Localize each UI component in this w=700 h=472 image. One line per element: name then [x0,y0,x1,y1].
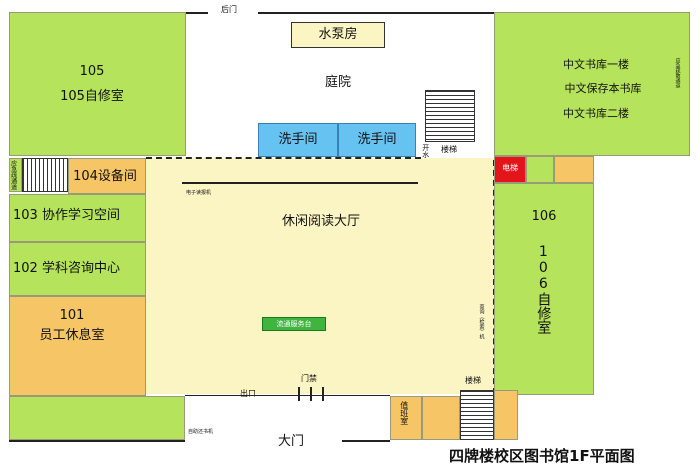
elevator-right-orange [554,156,594,183]
washroom-1-label: 洗手间 [278,131,318,147]
hall-top-dash [146,157,421,159]
gate-bar-3 [322,387,324,401]
pump-room [291,22,385,48]
chinese-reserve-label: 中文保存本书库 [564,81,642,95]
room-103 [9,194,146,242]
washroom-2 [338,123,416,157]
gate-wall [185,395,390,396]
chinese-stack-2f-label: 中文书库二楼 [563,106,629,120]
bottom-wall-left [9,440,185,442]
emergency-passage-left-label: 应急疏通道 [9,160,17,190]
room-106-name: 106自修室 [535,244,552,334]
chinese-stack-1f-label: 中文书库一楼 [563,57,629,71]
elevator [494,156,526,183]
washroom-2-label: 洗手间 [357,131,397,147]
gate-bar-1 [298,387,300,401]
left-emergency-strip [9,158,22,192]
elevator-label: 电梯 [502,163,518,173]
circulation-desk: 流通服务台 [262,317,326,331]
room-105-number: 105 [79,63,105,79]
self-return-label: 自助还书机 [188,429,214,435]
pump-room-label: 水泵房 [318,26,358,42]
room-105 [9,12,186,156]
room-101 [9,296,146,396]
stairs-lower [460,390,494,440]
top-wall-left [186,12,208,14]
stairs-upper-label: 楼梯 [441,145,457,154]
bottom-left-room [9,396,185,440]
stairs-left-emergency [22,158,68,192]
query-machine-label: 查询（检索）机 [478,304,485,339]
room-101-name: 员工休息室 [39,327,105,343]
room-103-label: 103 协作学习空间 [13,208,120,223]
emergency-passage-right-label: 应急疏散通道 [674,58,681,88]
bottom-right-orange [422,396,460,440]
room-102 [9,242,146,296]
gate-label: 门禁 [301,374,317,383]
map-title: 四牌楼校区图书馆1F平面图 [449,447,635,465]
top-wall-right [258,12,494,14]
reading-hall [146,158,494,394]
exit-label: 出口 [240,389,256,398]
room-104 [68,158,146,194]
washroom-1 [258,123,338,157]
room-102-label: 102 学科咨询中心 [13,261,120,276]
gate-bar-2 [310,387,312,401]
e-reader-label: 电子读报机 [186,190,212,196]
elevator-right-strip [526,156,554,183]
back-door-label: 后门 [221,5,237,14]
room-105-name: 105自修室 [60,88,124,104]
duty-room [390,396,422,440]
duty-room-label: 值班室 [399,401,409,425]
water-room-label: 开水间 [421,144,430,165]
room-106 [494,183,594,395]
stairs-lower-label: 楼梯 [465,376,481,385]
courtyard-label: 庭院 [324,74,352,90]
room-106-number: 106 [531,208,557,224]
chinese-stack-block [494,12,690,156]
main-door-label: 大门 [278,434,305,449]
room-101-number: 101 [59,307,85,323]
e-reader-bar [182,182,418,184]
reading-hall-label: 休闲阅读大厅 [281,213,361,229]
stairs-upper [425,90,475,142]
bottom-wall-right [342,440,390,442]
bottom-right-orange-2 [494,390,518,440]
room-104-label: 104设备间 [73,168,137,184]
